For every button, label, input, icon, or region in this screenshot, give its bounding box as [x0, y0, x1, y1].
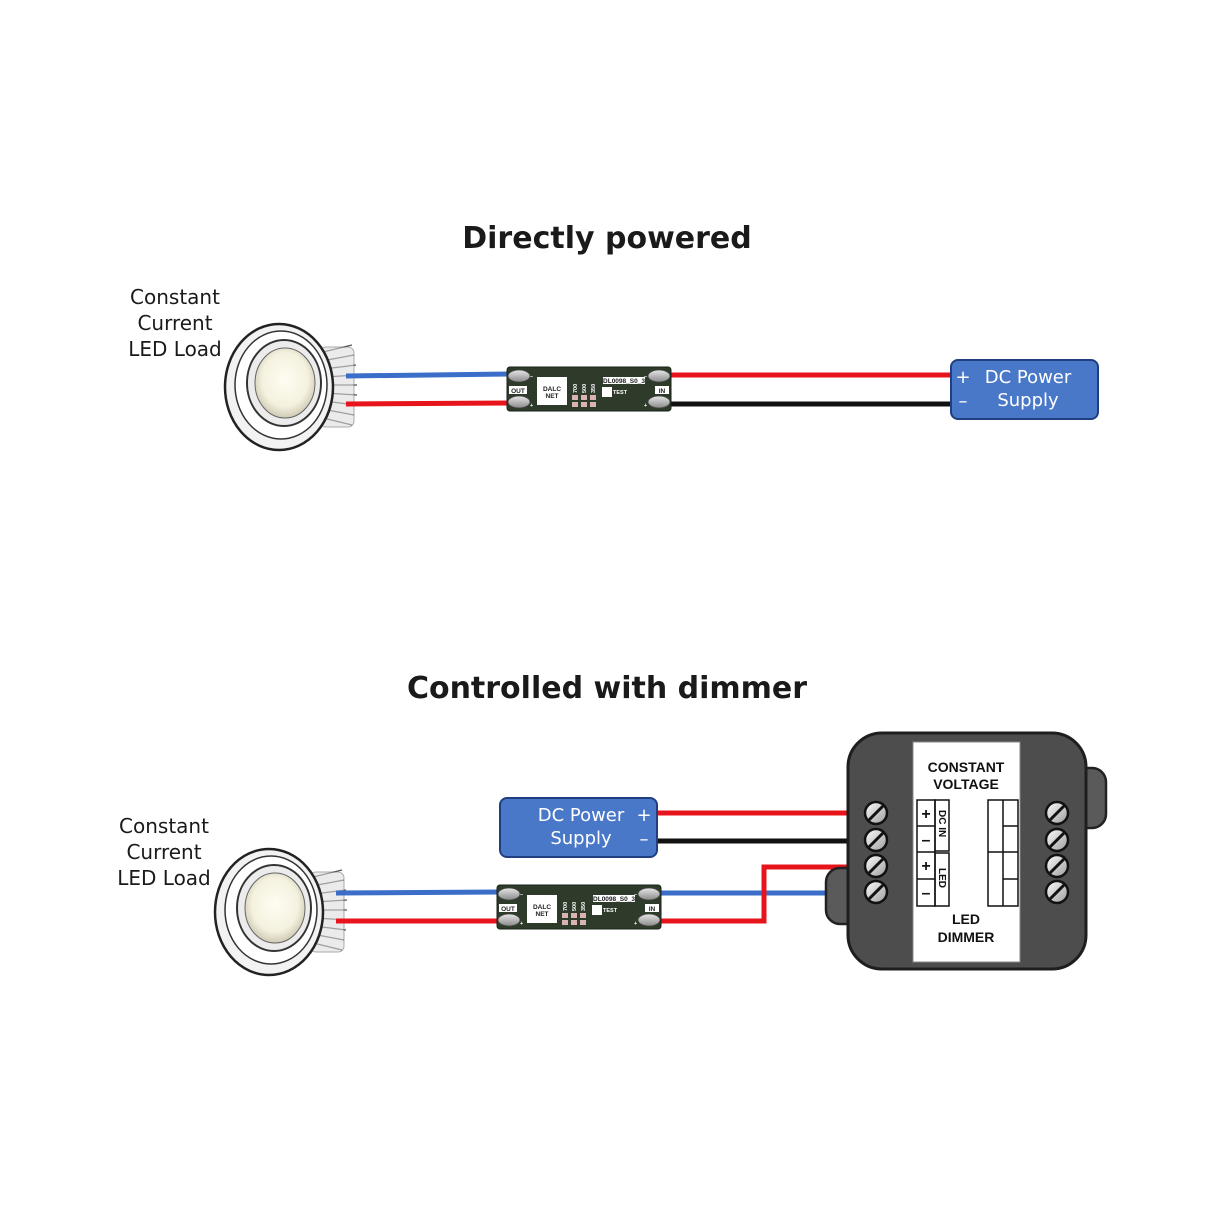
driver-minus-mark: – — [644, 374, 647, 380]
screw-terminal-icon — [1044, 800, 1070, 905]
psu-label: DC Power — [985, 367, 1072, 388]
led-driver-board: DALC NET OUT IN DL0098_S0_3 TEST 700 500… — [506, 366, 672, 412]
section-title: Controlled with dimmer — [407, 671, 807, 706]
driver-current-option: 350 — [581, 902, 587, 911]
led-load-label: Constant Current LED Load — [128, 285, 222, 361]
dimmer-led-label: LED — [936, 868, 947, 888]
load-label-line: LED Load — [128, 337, 222, 361]
driver-plus-mark: + — [520, 921, 523, 927]
driver-plus-mark: + — [530, 403, 533, 409]
load-label-line: Constant — [119, 814, 209, 838]
driver-test-label: TEST — [603, 908, 618, 914]
driver-minus-mark: – — [634, 892, 637, 898]
driver-in-label: IN — [649, 906, 656, 913]
driver-model: DL0098_S0_3 — [593, 896, 635, 903]
psu-minus-mark: – — [959, 391, 968, 412]
wire-red — [658, 864, 866, 924]
psu-label: Supply — [550, 828, 612, 849]
driver-out-label: OUT — [501, 906, 515, 913]
driver-plus-mark: + — [634, 921, 637, 927]
led-downlight-icon — [223, 322, 359, 452]
driver-plus-mark: + — [644, 403, 647, 409]
driver-out-label: OUT — [511, 388, 525, 395]
led-downlight-icon — [213, 847, 349, 977]
wire-blue — [335, 889, 501, 896]
dimmer-minus-mark: – — [922, 832, 931, 849]
dimmer-label: DIMMER — [938, 929, 995, 945]
dimmer-label: CONSTANT — [928, 759, 1005, 775]
dimmer-minus-mark: – — [922, 885, 931, 902]
load-label-line: Constant — [130, 285, 220, 309]
driver-current-option: 700 — [563, 902, 569, 911]
led-dimmer-unit: CONSTANT VOLTAGE LED DIMMER + – + – DC I… — [824, 731, 1108, 971]
screw-terminal-icon — [863, 800, 889, 905]
dc-power-supply: + – DC Power Supply — [950, 359, 1099, 420]
load-label-line: Current — [126, 840, 201, 864]
driver-current-option: 500 — [582, 384, 588, 393]
driver-brand: DALC — [543, 386, 561, 393]
psu-minus-mark: – — [640, 829, 649, 850]
driver-current-option: 500 — [572, 902, 578, 911]
psu-plus-mark: + — [955, 367, 970, 388]
wire-blue — [345, 371, 511, 379]
psu-label: DC Power — [538, 805, 625, 826]
led-driver-board: DALC NET OUT IN DL0098_S0_3 TEST 700 500… — [496, 884, 662, 930]
section-title: Directly powered — [462, 221, 752, 256]
driver-test-label: TEST — [613, 390, 628, 396]
dimmer-plus-mark: + — [921, 806, 930, 823]
driver-brand: NET — [546, 393, 559, 400]
led-load-label: Constant Current LED Load — [117, 814, 211, 890]
driver-current-option: 700 — [573, 384, 579, 393]
driver-current-option: 350 — [591, 384, 597, 393]
driver-minus-mark: – — [520, 892, 523, 898]
psu-plus-mark: + — [636, 805, 651, 826]
dimmer-label: LED — [952, 911, 980, 927]
driver-minus-mark: – — [530, 374, 533, 380]
dimmer-plus-mark: + — [921, 858, 930, 875]
dimmer-dc-in-label: DC IN — [936, 810, 947, 837]
driver-in-label: IN — [659, 388, 666, 395]
dimmer-label: VOLTAGE — [933, 776, 999, 792]
driver-brand: DALC — [533, 904, 551, 911]
driver-brand: NET — [536, 911, 549, 918]
wire-red — [345, 400, 511, 407]
dc-power-supply: DC Power Supply + – — [499, 797, 658, 858]
load-label-line: LED Load — [117, 866, 211, 890]
driver-model: DL0098_S0_3 — [603, 378, 645, 385]
load-label-line: Current — [137, 311, 212, 335]
psu-label: Supply — [997, 390, 1059, 411]
